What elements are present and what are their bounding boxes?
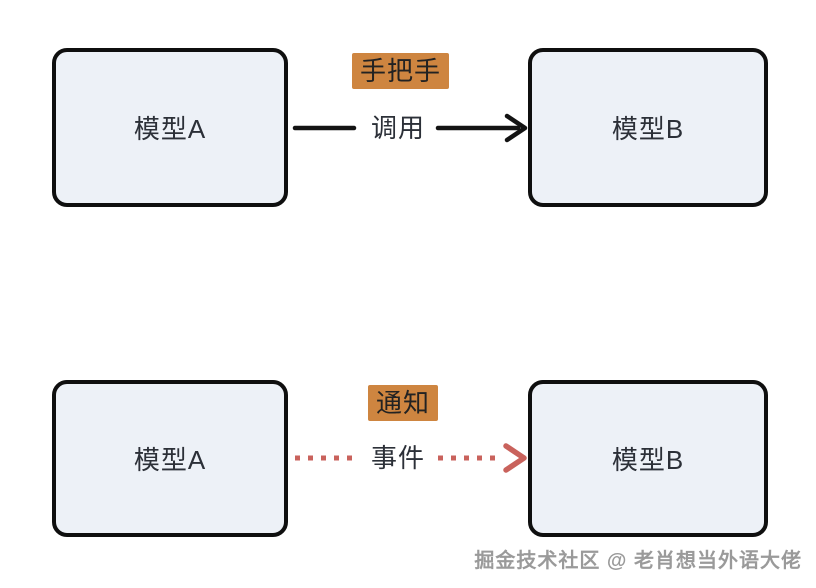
dotted-arrow (295, 443, 527, 473)
arrowhead-icon (504, 113, 528, 143)
node-model-b-top: 模型B (528, 48, 768, 207)
node-label: 模型B (611, 114, 685, 144)
badge-notify: 通知 (368, 385, 439, 421)
node-model-b-bottom: 模型B (528, 380, 768, 537)
badge-hand-holding: 手把手 (352, 53, 450, 89)
node-label: 模型A (133, 445, 207, 475)
solid-arrow (292, 113, 528, 143)
node-model-a-bottom: 模型A (52, 380, 288, 537)
node-model-a-top: 模型A (52, 48, 288, 207)
node-label: 模型A (133, 114, 207, 144)
watermark: 掘金技术社区 @ 老肖想当外语大佬 (474, 550, 802, 572)
arrowhead-icon (503, 443, 527, 473)
edge-label-event: 事件 (370, 443, 425, 473)
edge-label-call: 调用 (370, 113, 425, 143)
node-label: 模型B (611, 445, 685, 475)
